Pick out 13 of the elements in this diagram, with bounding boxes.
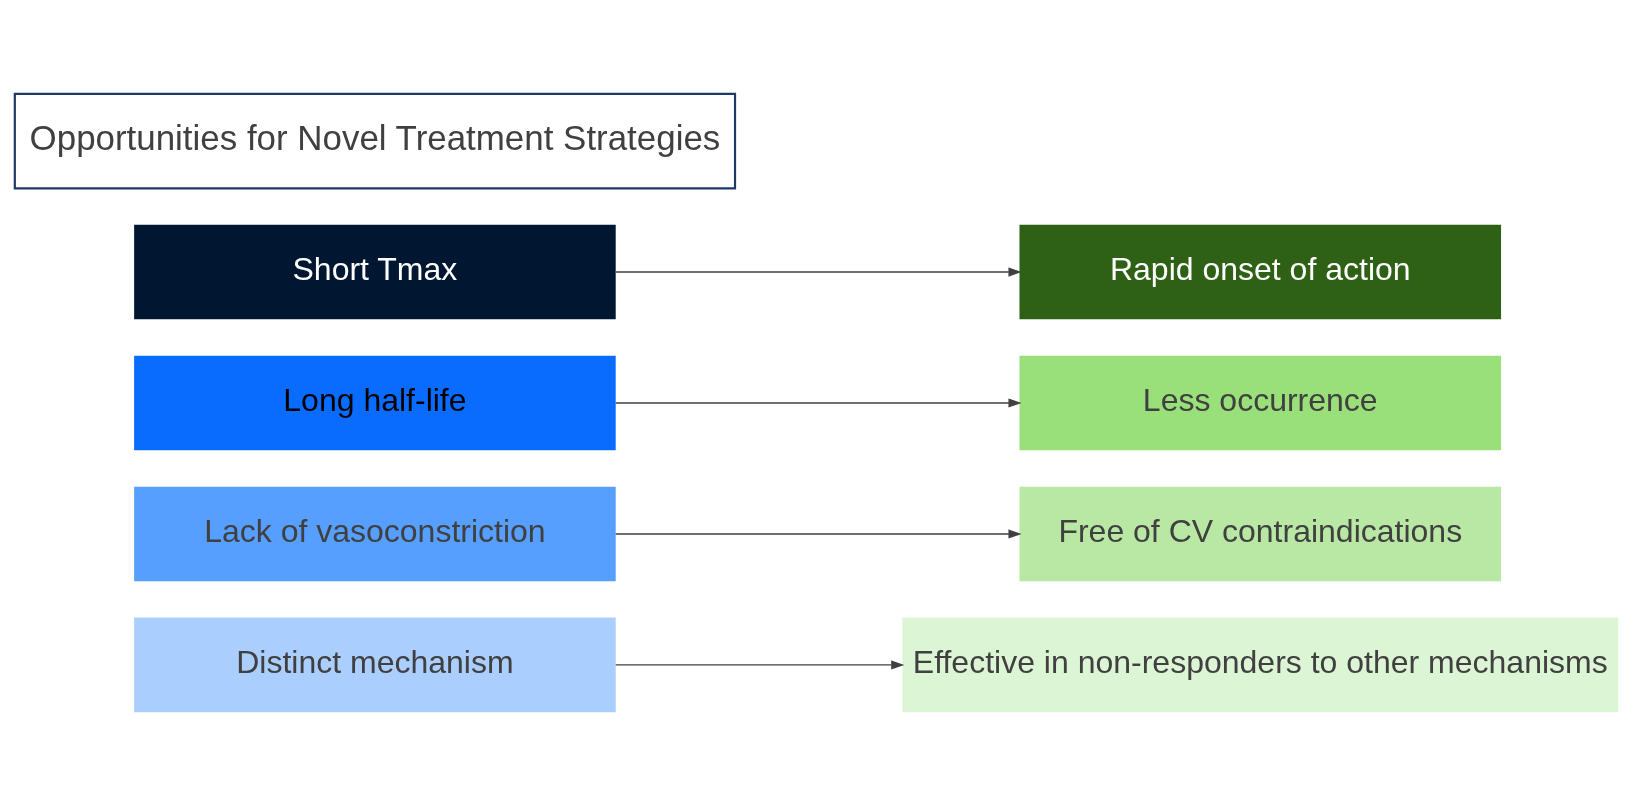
node-box: Distinct mechanism	[134, 617, 616, 712]
node-box: Rapid onset of action	[1019, 224, 1502, 319]
arrow	[615, 266, 1022, 277]
node-box: Long half-life	[134, 355, 616, 450]
node-box: Less occurrence	[1019, 355, 1502, 450]
arrow	[615, 397, 1022, 408]
arrow	[615, 528, 1022, 539]
node-box: Effective in non-responders to other mechanisms	[902, 617, 1619, 712]
arrow	[615, 659, 905, 669]
node-box: Free of CV contraindications	[1019, 486, 1502, 581]
node-box: Short Tmax	[134, 224, 616, 319]
node-box: Opportunities for Novel Treatment Strategies	[13, 92, 737, 189]
node-box: Lack of vasoconstriction	[134, 486, 616, 581]
